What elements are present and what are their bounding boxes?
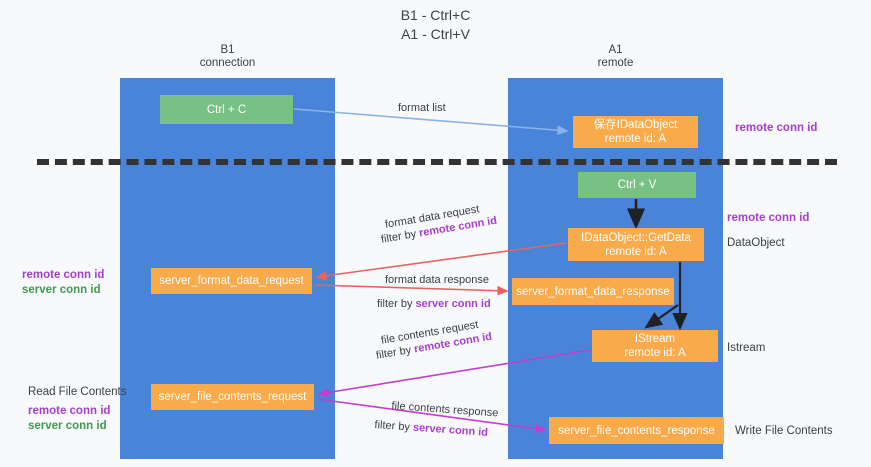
edge-label-format-list: format list [398,102,446,114]
filter-key-fdresp: server conn id [415,298,491,310]
annotation-remote-conn-id-mid: remote conn id [727,212,810,224]
filter-key-fcresp: server conn id [412,421,489,439]
annotation-write-file-contents: Write File Contents [735,425,833,437]
edge-label-file-contents-response: file contents response [391,399,499,420]
annotation-dataobject: DataObject [727,237,785,249]
filter-prefix-fdresp: filter by [377,298,416,310]
annotation-read-file-contents: Read File Contents [28,386,127,398]
edge-label-format-data-response-filter: filter by server conn id [377,297,491,312]
lane-header-a1: A1 remote [597,44,634,69]
edge-label-format-data-response: format data response [385,274,489,286]
node-server-format-data-request[interactable]: server_format_data_request [151,268,312,294]
page-title: B1 - Ctrl+C A1 - Ctrl+V [400,7,471,42]
annotation-left-bot-remote: remote conn id [28,405,111,417]
node-server-format-data-response[interactable]: server_format_data_response [512,278,674,305]
annotation-left-bot-server: server conn id [28,420,107,432]
annotation-left-conn-ids-mid: remote conn id server conn id [22,268,104,298]
annotation-remote-conn-id-top: remote conn id [735,122,818,134]
lane-header-b1: B1 connection [199,44,256,69]
annotation-left-conn-ids-bottom: Read File Contents remote conn id server… [28,385,126,434]
edge-label-file-contents-response-filter: filter by server conn id [374,418,488,441]
annotation-left-mid-remote: remote conn id [22,269,105,281]
node-server-file-contents-request[interactable]: server_file_contents_request [151,384,314,410]
annotation-left-mid-server: server conn id [22,284,101,296]
node-idataobject[interactable]: 保存IDataObject remote id: A [573,116,698,148]
annotation-istream: Istream [727,342,766,354]
filter-prefix-fcresp: filter by [374,418,414,434]
node-server-file-contents-response[interactable]: server_file_contents_response [549,417,724,444]
phase-divider [37,159,837,165]
node-ctrl-v[interactable]: Ctrl + V [578,172,696,198]
node-istream[interactable]: IStream remote id: A [592,330,718,362]
node-ctrl-c[interactable]: Ctrl + C [160,95,293,124]
node-idataobject-getdata[interactable]: IDataObject::GetData remote id: A [568,228,704,261]
